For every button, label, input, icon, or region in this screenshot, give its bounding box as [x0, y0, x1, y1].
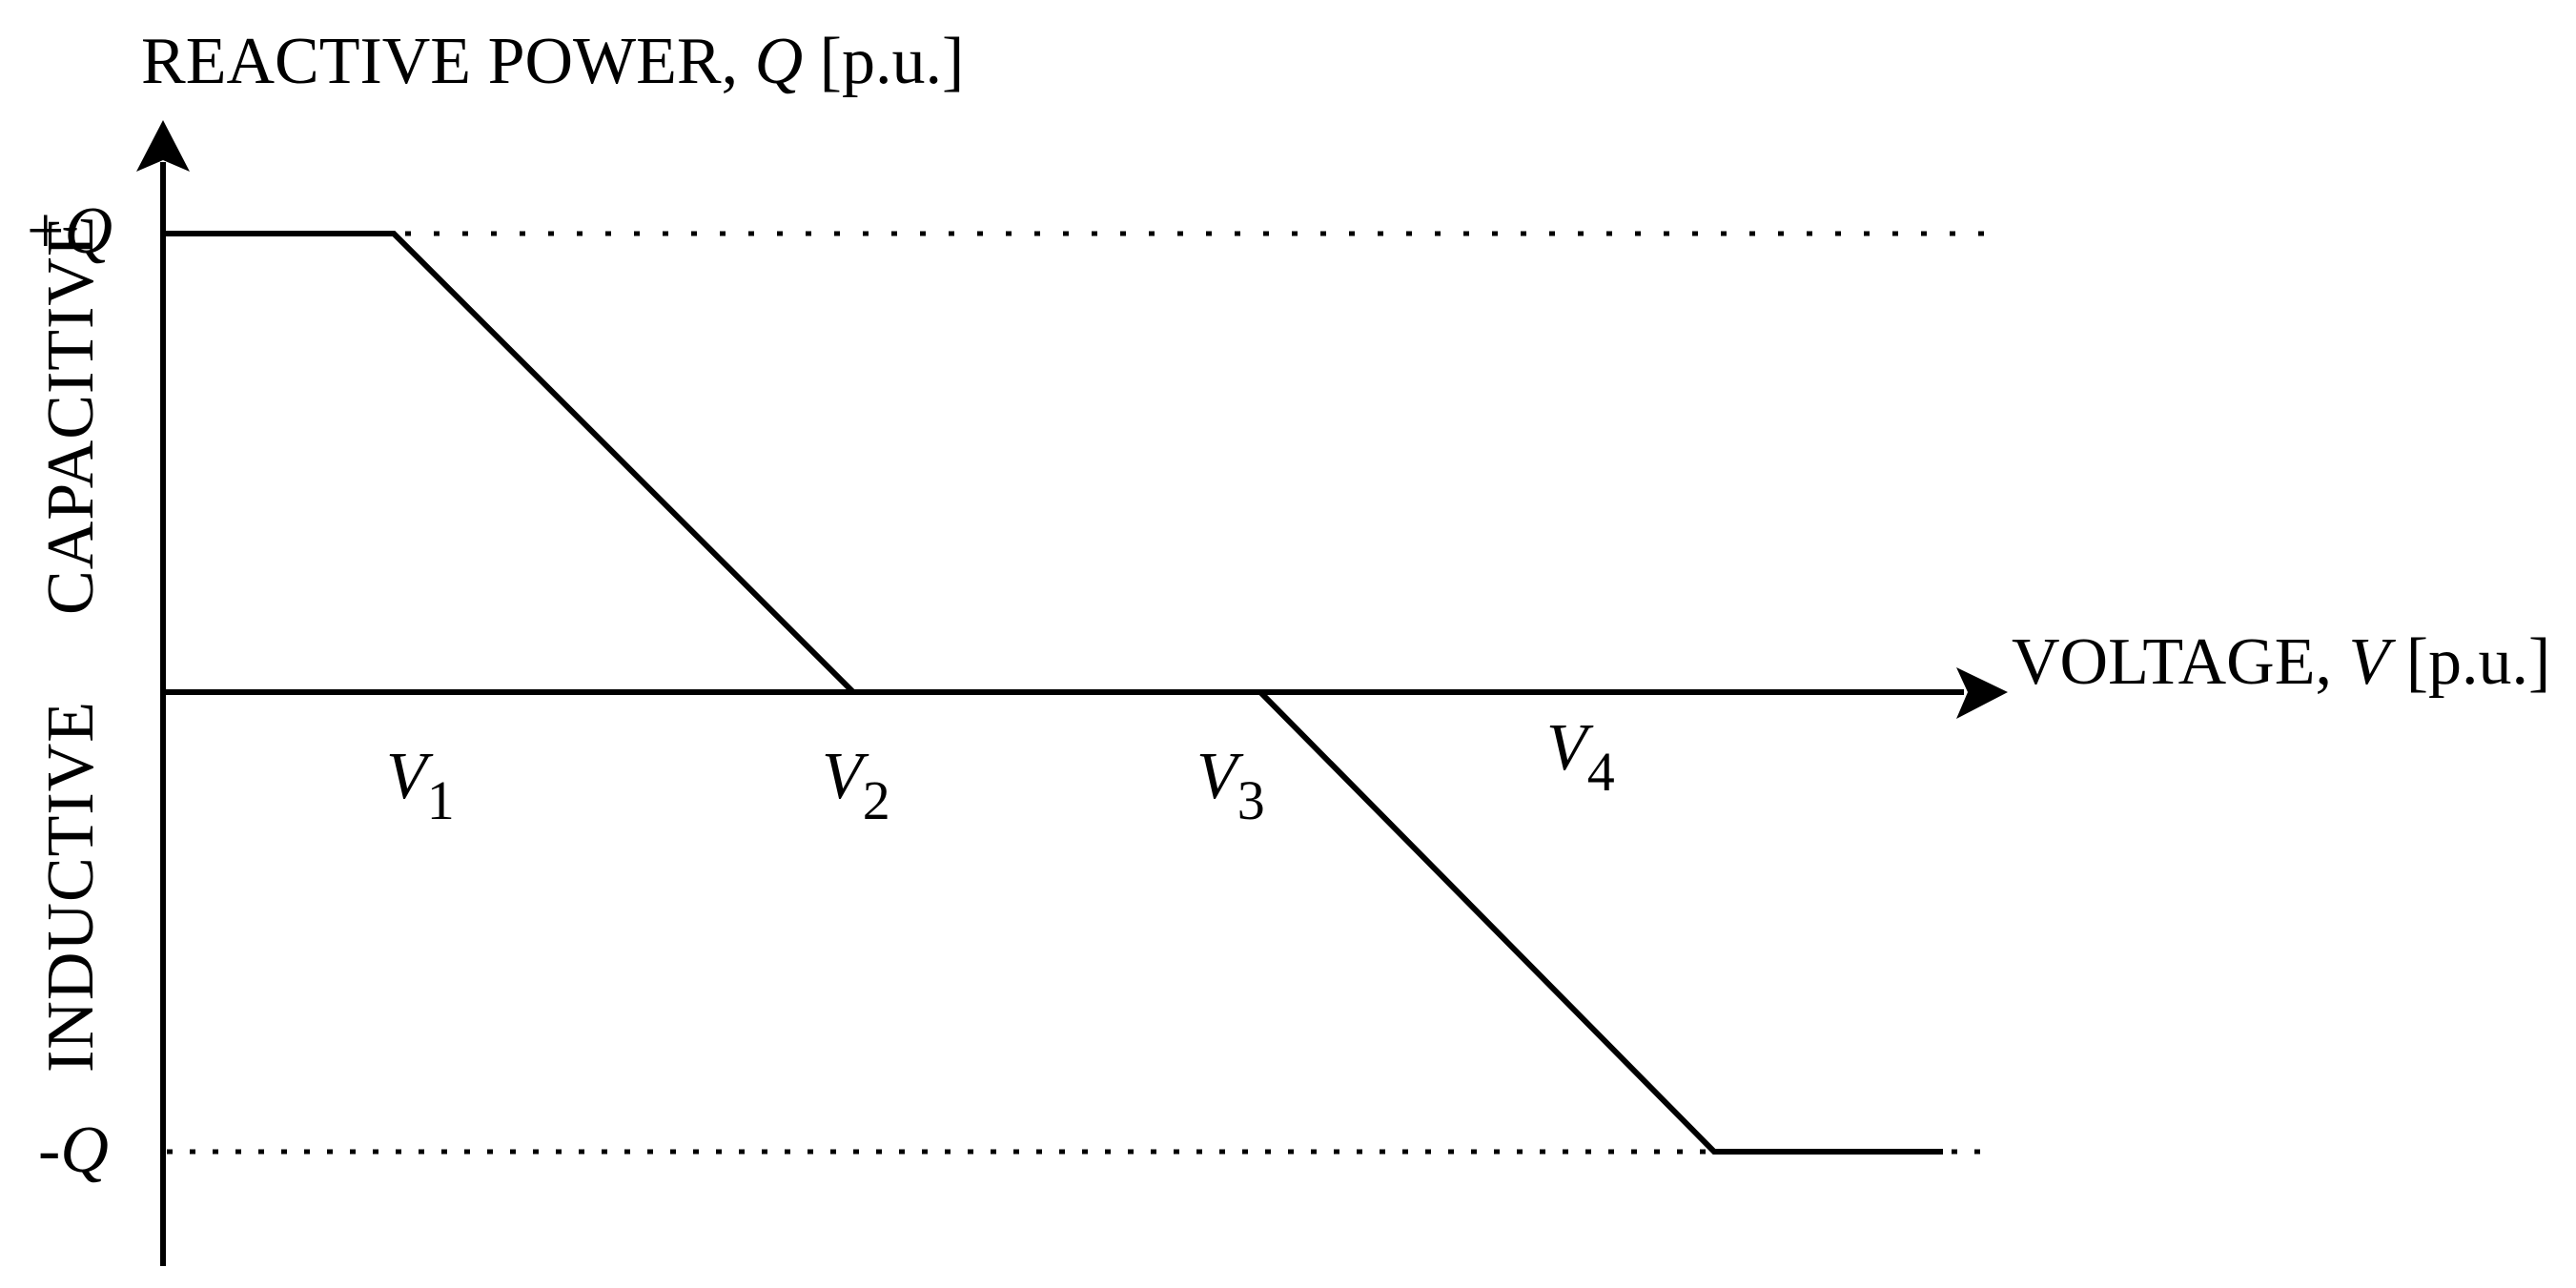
breakpoint-v3-sub: 3 — [1237, 769, 1265, 831]
lower-limit-symbol: Q — [60, 1114, 109, 1187]
breakpoint-v3-label: V3 — [1196, 744, 1265, 828]
breakpoint-v1-label: V1 — [386, 744, 455, 828]
x-axis-arrow-icon — [1956, 667, 2008, 719]
breakpoint-v2-sub: 2 — [862, 769, 890, 831]
lower-limit-label: -Q — [38, 1117, 109, 1184]
x-axis-title-unit: [p.u.] — [2389, 625, 2551, 699]
breakpoint-v1-sub: 1 — [426, 769, 455, 831]
y-axis-title: REACTIVE POWER, Q [p.u.] — [141, 29, 964, 95]
breakpoint-v4-label: V4 — [1546, 715, 1615, 800]
x-axis-title-symbol: V — [2348, 625, 2390, 699]
breakpoint-v3-symbol: V — [1196, 740, 1237, 813]
upper-limit-sign: + — [27, 194, 65, 268]
upper-limit-label: +Q — [27, 198, 112, 265]
breakpoint-v2-symbol: V — [822, 740, 863, 813]
y-axis-title-text: REACTIVE POWER, — [141, 25, 755, 98]
breakpoint-v4-symbol: V — [1546, 711, 1587, 785]
x-axis-title-text: VOLTAGE, — [2012, 625, 2349, 699]
breakpoint-v1-symbol: V — [386, 740, 427, 813]
y-axis-title-unit: [p.u.] — [803, 25, 965, 98]
y-axis-title-symbol: Q — [754, 25, 804, 98]
breakpoint-v4-sub: 4 — [1586, 741, 1615, 803]
q-v-characteristic-curve — [163, 231, 1943, 1155]
upper-limit-symbol: Q — [64, 194, 113, 268]
y-axis-arrow-icon — [136, 120, 190, 172]
x-axis-title: VOLTAGE, V [p.u.] — [2012, 629, 2550, 696]
lower-limit-sign: - — [38, 1114, 61, 1187]
breakpoint-v2-label: V2 — [822, 744, 890, 828]
